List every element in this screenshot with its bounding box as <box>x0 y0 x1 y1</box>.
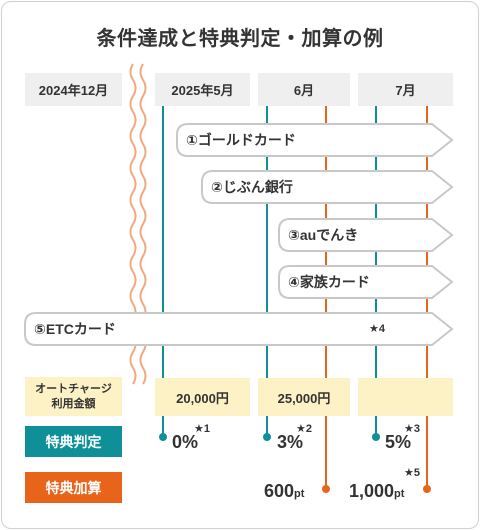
judge-value-may: 0% <box>172 432 198 453</box>
condition-label-family-card: ④家族カード <box>288 274 370 290</box>
add-dot-jul <box>423 485 431 493</box>
add-value-jun: 600pt <box>264 481 304 502</box>
judge-note-may: ★1 <box>194 423 210 435</box>
judge-dot-may <box>159 433 167 441</box>
condition-label-au-denki: ③auでんき <box>288 227 359 243</box>
judge-note-jun: ★2 <box>296 423 312 435</box>
condition-pill-4 <box>278 265 454 299</box>
condition-label-gold-card: ①ゴールドカード <box>186 132 296 148</box>
condition-pill-3 <box>278 218 454 252</box>
judge-value-may-text: 0% <box>172 432 199 452</box>
condition-label-jibun-bank: ②じぶん銀行 <box>211 179 293 195</box>
judge-value-jun-text: 3% <box>277 432 304 452</box>
add-value-jul-number: 1,000 <box>349 481 395 501</box>
judge-badge: 特典判定 <box>25 426 122 457</box>
judge-note-jul: ★3 <box>404 423 420 435</box>
etc-note: ★4 <box>369 323 385 335</box>
amount-label-line1: オートチャージ <box>35 382 112 395</box>
judge-value-jul-text: 5% <box>385 432 412 452</box>
amount-may: 20,000円 <box>155 378 250 416</box>
add-badge: 特典加算 <box>25 472 122 503</box>
judge-dot-jul <box>372 433 380 441</box>
add-dot-jun <box>322 485 330 493</box>
add-value-jul-unit: pt <box>394 488 405 500</box>
judge-value-jun: 3% <box>277 432 303 453</box>
amount-jul <box>358 378 453 416</box>
add-value-jul: 1,000pt <box>349 481 404 502</box>
condition-pill-2 <box>201 170 454 204</box>
add-value-jun-number: 600 <box>264 481 295 501</box>
diagram-title: 条件達成と特典判定・加算の例 <box>96 28 384 50</box>
condition-pill-1 <box>176 123 454 157</box>
column-header-2024-12: 2024年12月 <box>25 73 122 106</box>
judge-dot-jun <box>263 433 271 441</box>
column-header-07: 7月 <box>358 73 453 106</box>
condition-pill-5 <box>24 312 454 346</box>
amount-label-line2: 利用金額 <box>51 397 96 410</box>
column-header-2025-05: 2025年5月 <box>155 73 250 106</box>
add-value-jun-unit: pt <box>294 488 305 500</box>
column-header-06: 6月 <box>258 73 350 106</box>
condition-label-etc-card: ⑤ETCカード <box>34 321 116 337</box>
judge-value-jul: 5% <box>385 432 411 453</box>
amount-jun: 25,000円 <box>258 378 350 416</box>
amount-row-label: オートチャージ 利用金額 <box>25 377 122 416</box>
add-note-jul: ★5 <box>404 467 420 479</box>
